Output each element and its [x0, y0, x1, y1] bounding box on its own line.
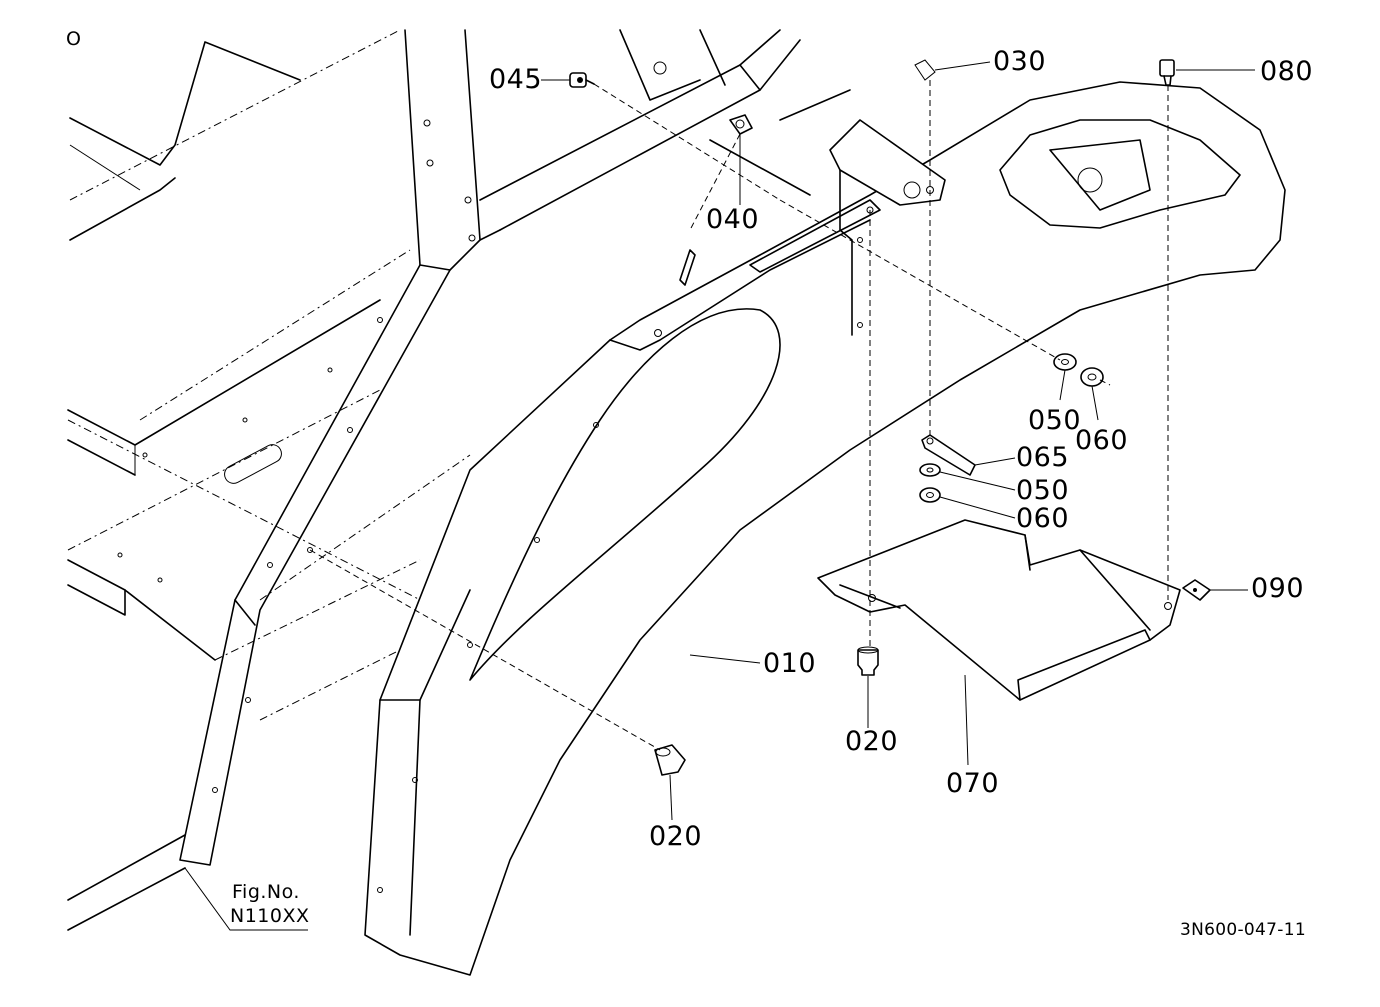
fender-010	[364, 81, 1286, 976]
washer-050-lower-icon	[919, 463, 941, 477]
part-label-050-upper: 050	[1028, 405, 1082, 436]
bracket-assembly	[749, 59, 946, 336]
fasteners	[569, 59, 1211, 776]
part-label-050-lower: 050	[1016, 475, 1070, 506]
cab-frame	[67, 29, 851, 931]
nut-060-lower-icon	[919, 487, 941, 503]
part-label-020-left: 020	[649, 821, 703, 852]
grommet-020-icon	[857, 646, 879, 676]
strap-065-icon	[921, 434, 976, 476]
part-label-045: 045	[489, 64, 543, 95]
alignment-lines	[309, 80, 1169, 751]
nut-060-icon	[1080, 367, 1104, 387]
part-label-060-upper: 060	[1075, 425, 1129, 456]
part-label-065: 065	[1016, 442, 1070, 473]
corner-mark: O	[66, 28, 82, 50]
bolt-040-icon	[729, 114, 753, 135]
clip-090-icon	[1182, 579, 1211, 601]
drawing-code: 3N600-047-11	[1180, 920, 1306, 940]
fig-number: N110XX	[230, 905, 310, 927]
part-label-080: 080	[1260, 56, 1314, 87]
part-label-040: 040	[706, 204, 760, 235]
grommet-020-left-icon	[654, 744, 686, 776]
fig-label: Fig.No.	[232, 881, 300, 903]
part-label-030: 030	[993, 46, 1047, 77]
bolt-080-icon	[1159, 59, 1175, 86]
part-label-020-right: 020	[845, 726, 899, 757]
bolt-045-icon	[569, 72, 595, 88]
leader-lines	[184, 61, 1255, 931]
part-label-070: 070	[946, 768, 1000, 799]
part-label-010: 010	[763, 648, 817, 679]
washer-050-icon	[1053, 353, 1077, 371]
part-label-060-lower: 060	[1016, 503, 1070, 534]
part-label-090: 090	[1251, 573, 1305, 604]
